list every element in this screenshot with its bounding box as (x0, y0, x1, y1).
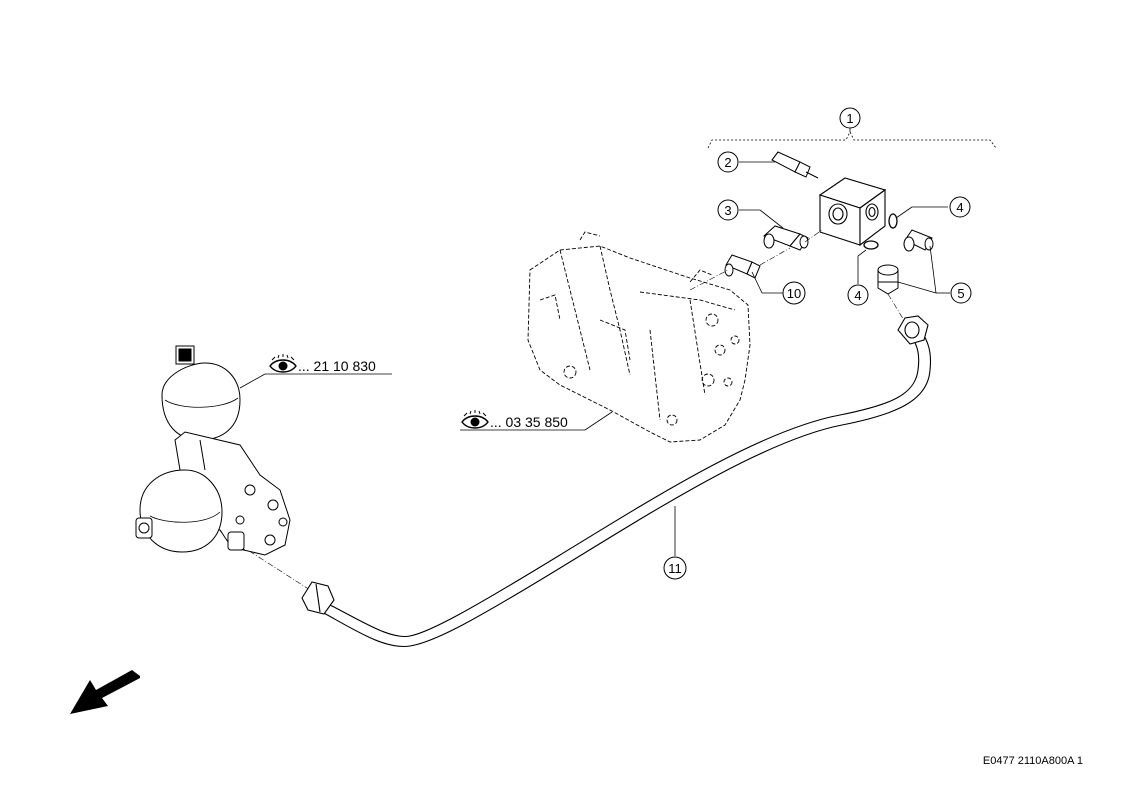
callout-10: 10 (782, 281, 806, 305)
part-10-adapter (724, 254, 761, 279)
callout-label: 4 (854, 288, 861, 303)
part-4-orings (863, 213, 898, 250)
direction-arrow-icon (70, 670, 140, 714)
part-11-pipe (321, 329, 932, 648)
callout-3: 3 (717, 199, 739, 221)
part-5-adapters (877, 229, 934, 295)
callout-4-right: 4 (949, 196, 971, 218)
part-3-adapter (763, 225, 809, 251)
callout-1-bracket (707, 131, 997, 149)
callout-11: 11 (663, 556, 687, 580)
callout-label: 4 (956, 200, 963, 215)
callout-2: 2 (717, 151, 739, 173)
accumulator-reference[interactable]: ... 21 10 830 (269, 354, 376, 374)
pipe-nut-bottom (301, 581, 335, 615)
eye-icon (269, 354, 297, 373)
valve-block (818, 177, 887, 247)
part-2-plug (771, 151, 819, 179)
callout-label: 3 (724, 203, 731, 218)
callout-label: 10 (787, 286, 801, 301)
callout-label: 5 (957, 286, 964, 301)
callout-label: 1 (846, 111, 853, 126)
eye-icon (461, 410, 489, 429)
callout-label: 2 (724, 155, 731, 170)
pipe-nut-top (897, 315, 929, 345)
accumulator-assembly (135, 345, 291, 556)
callout-1: 1 (839, 107, 861, 129)
leader-lines (239, 128, 950, 556)
drawing-code: E0477 2110A800A 1 (982, 755, 1083, 767)
accumulator-reference-text: ... 21 10 830 (298, 358, 376, 374)
callout-label: 11 (668, 561, 682, 576)
callout-5: 5 (950, 282, 972, 304)
pump-reference[interactable]: ... 03 35 850 (461, 410, 568, 430)
assembly-axis-lines (239, 229, 906, 591)
hydraulic-pump (527, 231, 751, 443)
pump-reference-text: ... 03 35 850 (490, 414, 568, 430)
callout-4-lower: 4 (847, 284, 869, 306)
